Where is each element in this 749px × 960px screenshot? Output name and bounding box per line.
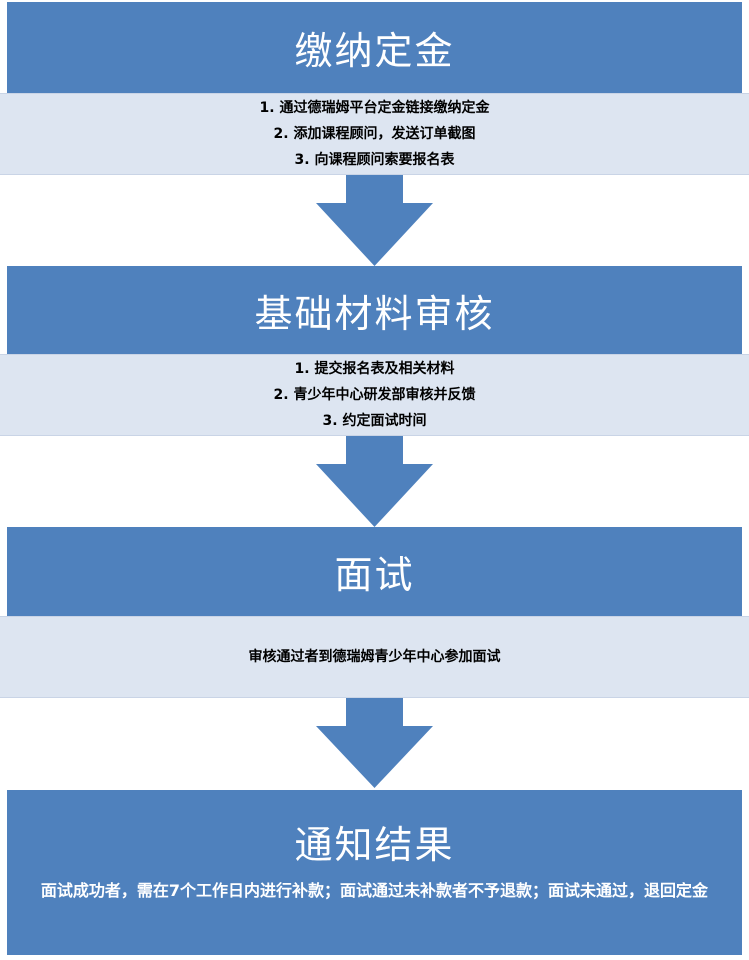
step-1-details: 1. 通过德瑞姆平台定金链接缴纳定金 2. 添加课程顾问，发送订单截图 3. 向…	[0, 93, 749, 175]
step-2-title: 基础材料审核	[254, 291, 495, 336]
step-1-title: 缴纳定金	[294, 29, 455, 73]
step-3-detail-1: 审核通过者到德瑞姆青少年中心参加面试	[248, 649, 501, 665]
step-1-detail-3: 3. 向课程顾问索要报名表	[294, 152, 455, 168]
step-2-detail-2: 2. 青少年中心研发部审核并反馈	[273, 387, 476, 403]
step-4-title: 通知结果	[294, 823, 455, 867]
step-2-header: 基础材料审核	[7, 266, 742, 354]
step-4-detail-1: 面试成功者，需在7个工作日内进行补款；面试通过未补款者不予退款；面试未通过，退回…	[40, 881, 709, 900]
step-3-details: 审核通过者到德瑞姆青少年中心参加面试	[0, 616, 749, 698]
down-arrow-icon	[316, 698, 433, 788]
step-2-details: 1. 提交报名表及相关材料 2. 青少年中心研发部审核并反馈 3. 约定面试时间	[0, 354, 749, 436]
step-3-header: 面试	[7, 527, 742, 616]
step-2-detail-1: 1. 提交报名表及相关材料	[294, 361, 455, 377]
down-arrow-icon	[316, 436, 433, 527]
down-arrow-icon	[316, 175, 433, 266]
step-1-detail-2: 2. 添加课程顾问，发送订单截图	[273, 126, 476, 142]
step-4-box: 通知结果 面试成功者，需在7个工作日内进行补款；面试通过未补款者不予退款；面试未…	[7, 790, 742, 955]
step-1-header: 缴纳定金	[7, 2, 742, 93]
step-3-title: 面试	[334, 553, 415, 597]
step-2-detail-3: 3. 约定面试时间	[322, 413, 427, 429]
step-1-detail-1: 1. 通过德瑞姆平台定金链接缴纳定金	[259, 100, 490, 116]
